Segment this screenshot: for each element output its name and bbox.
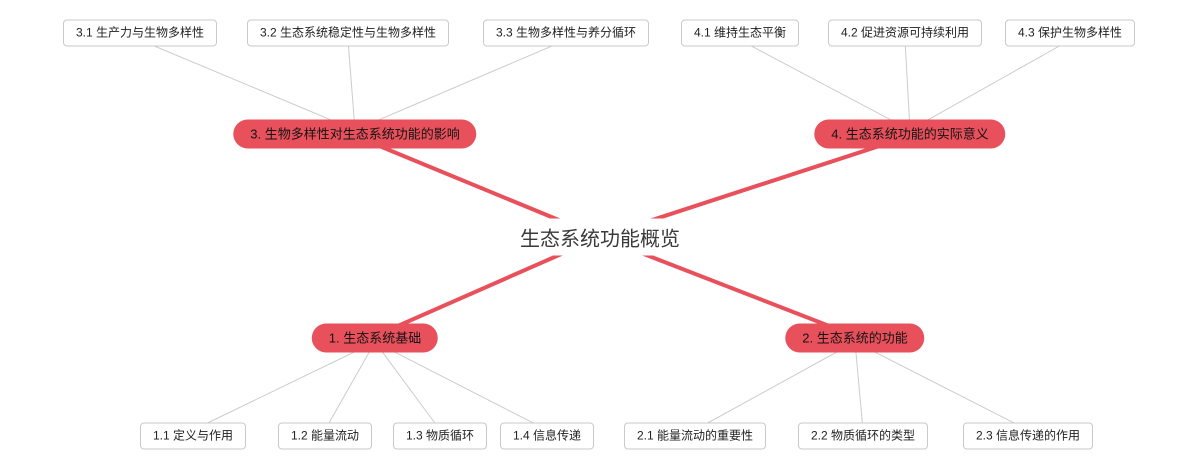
edge-branch2-leaf21 xyxy=(694,341,856,431)
edge-branch4-leaf41 xyxy=(739,39,911,131)
edge-branch3-leaf31 xyxy=(139,39,356,131)
branch-node-2[interactable]: 2. 生态系统的功能 xyxy=(785,323,925,353)
edge-branch2-leaf22 xyxy=(854,341,864,431)
leaf-node-1-1[interactable]: 1.1 定义与作用 xyxy=(139,422,247,450)
edge-branch1-leaf11 xyxy=(192,341,376,431)
edge-branch4-leaf42 xyxy=(904,39,911,131)
edge-branch1-leaf13 xyxy=(374,341,441,431)
root-node[interactable]: 生态系统功能概览 xyxy=(508,218,692,256)
leaf-node-1-3[interactable]: 1.3 物质循环 xyxy=(392,422,488,450)
leaf-node-4-3[interactable]: 4.3 保护生物多样性 xyxy=(1004,19,1136,47)
edge-branch4-leaf43 xyxy=(909,39,1071,131)
leaf-node-3-2[interactable]: 3.2 生态系统稳定性与生物多样性 xyxy=(246,19,450,47)
leaf-node-4-1[interactable]: 4.1 维持生态平衡 xyxy=(680,19,800,47)
branch-node-4[interactable]: 4. 生态系统功能的实际意义 xyxy=(814,119,1006,149)
leaf-node-4-2[interactable]: 4.2 促进资源可持续利用 xyxy=(827,19,983,47)
leaf-node-2-3[interactable]: 2.3 信息传递的作用 xyxy=(962,422,1094,450)
leaf-node-1-4[interactable]: 1.4 信息传递 xyxy=(499,422,595,450)
edge-branch1-leaf12 xyxy=(324,341,376,431)
leaf-node-2-1[interactable]: 2.1 能量流动的重要性 xyxy=(623,422,767,450)
edge-branch3-leaf32 xyxy=(347,39,356,131)
edge-branch3-leaf33 xyxy=(354,39,567,131)
leaf-node-3-1[interactable]: 3.1 生产力与生物多样性 xyxy=(62,19,218,47)
edge-branch1-leaf14 xyxy=(374,341,548,431)
leaf-node-3-3[interactable]: 3.3 生物多样性与养分循环 xyxy=(482,19,650,47)
leaf-node-1-2[interactable]: 1.2 能量流动 xyxy=(277,422,373,450)
edge-branch2-leaf23 xyxy=(854,341,1029,431)
branch-node-3[interactable]: 3. 生物多样性对生态系统功能的影响 xyxy=(233,119,477,149)
leaf-node-2-2[interactable]: 2.2 物质循环的类型 xyxy=(797,422,929,450)
branch-node-1[interactable]: 1. 生态系统基础 xyxy=(311,323,439,353)
